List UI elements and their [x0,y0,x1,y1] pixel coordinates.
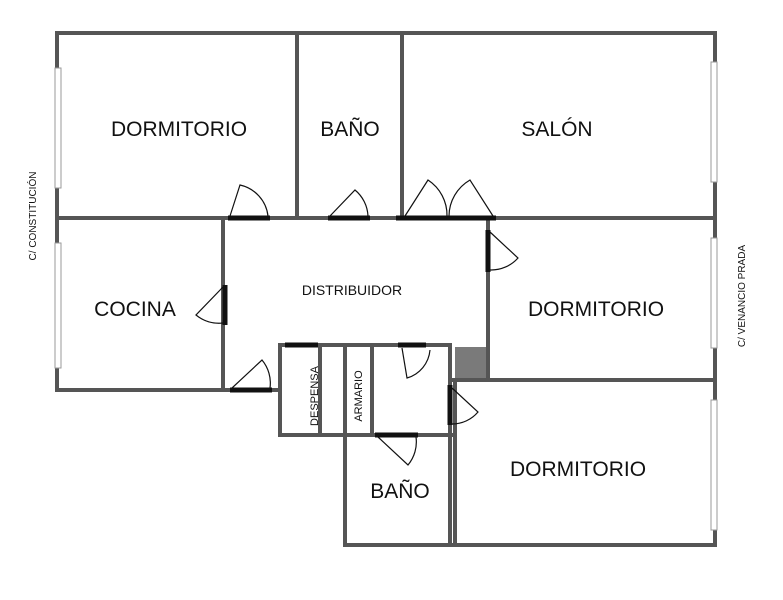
room-dormitorio-bottom-right: DORMITORIO [510,458,646,481]
street-right: C/ VENANCIO PRADA [737,245,748,348]
room-despensa: DESPENSA [309,365,321,426]
room-dormitorio-right: DORMITORIO [528,298,664,321]
doors [195,179,519,466]
windows [54,61,718,531]
room-bano-top: BAÑO [320,117,380,141]
street-left: C/ CONSTITUCIÓN [26,172,39,261]
room-dormitorio-top-left: DORMITORIO [111,118,247,141]
room-salon: SALÓN [521,118,592,141]
room-armario: ARMARIO [353,370,365,422]
walls [55,31,717,547]
shaft [455,347,486,378]
room-bano-bottom: BAÑO [370,479,430,503]
room-distribuidor: DISTRIBUIDOR [302,282,402,298]
room-cocina: COCINA [94,298,176,321]
